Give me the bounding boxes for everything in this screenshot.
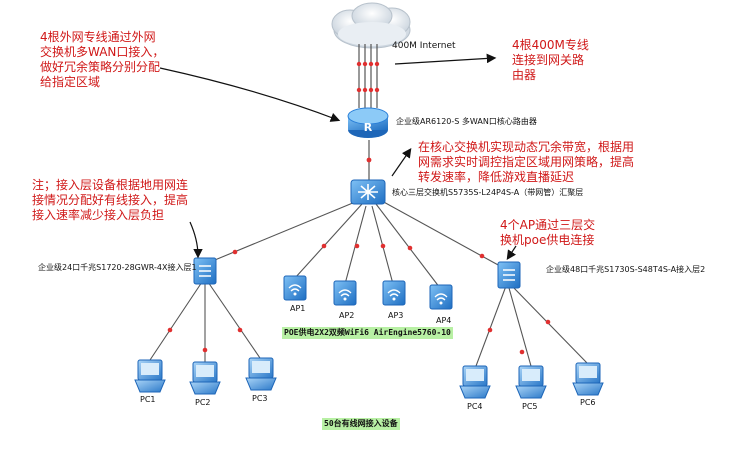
right-pc-links — [475, 285, 589, 367]
core-note: 在核心交换机实现动态冗余带宽，根据用 网需求实时调控指定区域用网策略，提高 转发… — [418, 140, 634, 185]
ap4-label: AP4 — [436, 316, 452, 325]
pc6-icon — [572, 362, 604, 396]
router-icon: R — [347, 107, 389, 138]
core-switch-label: 核心三层交换机S5735S-L24P4S-A（带网管）汇聚层 — [392, 188, 584, 197]
access-switch-2-icon — [497, 261, 521, 289]
access-note-line: 接情况分配好有线接入，提高 — [32, 193, 189, 207]
pc5-icon — [515, 365, 547, 399]
core-note-line: 转发速率，降低游戏直播延迟 — [418, 170, 575, 184]
core-note-line: 在核心交换机实现动态冗余带宽，根据用 — [418, 140, 635, 154]
router-label: 企业级AR6120-S 多WAN口核心路由器 — [396, 117, 537, 126]
wan-note-line: 交换机多WAN口接入， — [40, 45, 165, 59]
left-pc-link-dots — [167, 327, 243, 353]
pc4-label: PC4 — [467, 402, 483, 411]
access-switch-1-icon — [193, 257, 217, 285]
access-note-line: 注；接入层设备根据地用网连 — [32, 178, 189, 192]
access-note: 注；接入层设备根据地用网连 接情况分配好有线接入，提高 接入速率减少接入层负担 — [32, 178, 188, 223]
pc2-label: PC2 — [195, 398, 211, 407]
isp-note: 4根400M专线 连接到网关路 由器 — [512, 38, 589, 83]
isp-note-line: 4根400M专线 — [512, 38, 589, 52]
ap-model-highlight: POE供电2X2双频WiFi6 AirEngine5760-10 — [282, 327, 453, 339]
wan-note-line: 给指定区域 — [40, 75, 101, 89]
wan-note-line: 4根外网专线通过外网 — [40, 30, 156, 44]
ap2-label: AP2 — [339, 311, 355, 320]
wan-link-dots — [356, 61, 380, 93]
core-note-line: 网需求实时调控指定区域用网策略，提高 — [418, 155, 635, 169]
annotation-arrows — [159, 53, 517, 260]
pc3-label: PC3 — [252, 394, 268, 403]
access-note-line: 接入速率减少接入层负担 — [32, 208, 165, 222]
link-dot — [366, 157, 372, 163]
ap-note: 4个AP通过三层交 换机poe供电连接 — [500, 218, 595, 248]
pc6-label: PC6 — [580, 398, 596, 407]
ap4-icon — [429, 284, 453, 310]
svg-text:R: R — [364, 121, 373, 134]
access-switch-1-label: 企业级24口千兆S1720-28GWR-4X接入层1 — [38, 263, 197, 272]
core-switch-icon — [350, 179, 386, 205]
internet-cloud-icon — [331, 2, 411, 49]
ap-note-line: 换机poe供电连接 — [500, 233, 595, 247]
wan-note: 4根外网专线通过外网 交换机多WAN口接入， 做好冗余策略分别分配 给指定区域 — [40, 30, 164, 90]
ap3-icon — [382, 280, 406, 306]
wan-note-line: 做好冗余策略分别分配 — [40, 60, 161, 74]
ap-note-line: 4个AP通过三层交 — [500, 218, 596, 232]
pc1-label: PC1 — [140, 395, 156, 404]
internet-label: 400M Internet — [392, 41, 456, 51]
right-pc-link-dots — [487, 319, 551, 355]
isp-note-line: 连接到网关路 — [512, 53, 585, 67]
ap3-label: AP3 — [388, 311, 404, 320]
pc4-icon — [459, 365, 491, 399]
wired-count-highlight: 50台有线网接入设备 — [322, 418, 400, 430]
wan-links — [358, 44, 378, 108]
ap1-label: AP1 — [290, 304, 306, 313]
ap2-icon — [333, 280, 357, 306]
pc2-icon — [189, 361, 221, 395]
core-link-dots — [232, 243, 485, 259]
pc1-icon — [134, 359, 166, 393]
core-links — [209, 199, 501, 289]
pc3-icon — [245, 357, 277, 391]
isp-note-line: 由器 — [512, 68, 537, 82]
access-switch-2-label: 企业级48口千兆S1730S-S48T4S-A接入层2 — [546, 265, 706, 274]
pc5-label: PC5 — [522, 402, 538, 411]
ap1-icon — [283, 275, 307, 301]
